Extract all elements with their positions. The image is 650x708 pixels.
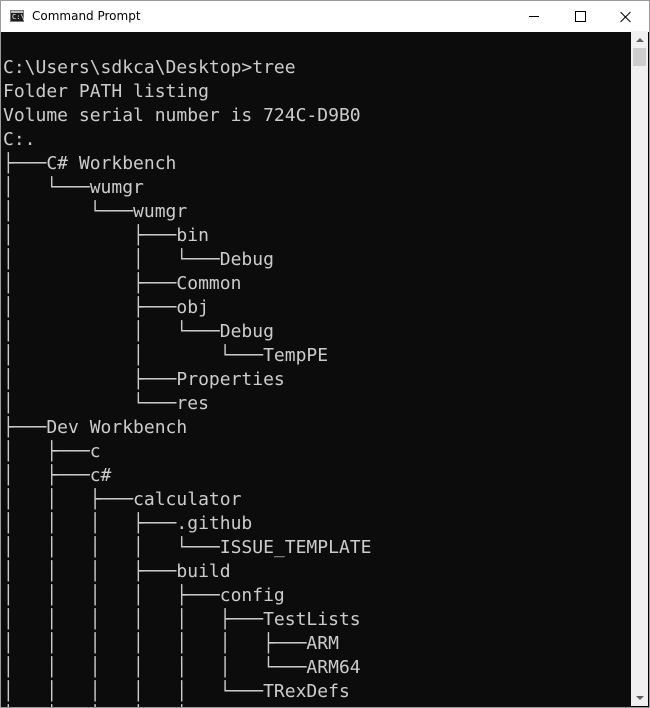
minimize-icon <box>529 16 539 17</box>
close-icon <box>620 11 632 23</box>
console-line: │ │ │ │ └───ISSUE_TEMPLATE <box>3 537 372 558</box>
console-line: │ │ │ ├───build <box>3 561 231 582</box>
console-line: ├───C# Workbench <box>3 153 177 174</box>
chevron-up-icon <box>635 37 644 42</box>
console-line: │ ├───c <box>3 441 101 462</box>
close-button[interactable] <box>603 1 649 32</box>
console-line: │ │ └───Debug <box>3 321 274 342</box>
console-line: ├───Dev Workbench <box>3 417 188 438</box>
console-line: │ ├───Properties <box>3 369 285 390</box>
console-line: │ │ └───TempPE <box>3 345 329 366</box>
window-title: Command Prompt <box>32 9 141 23</box>
console-line: │ └───res <box>3 393 209 414</box>
maximize-icon <box>574 11 586 22</box>
console-line: │ ├───obj <box>3 297 209 318</box>
console-line: Volume serial number is 724C-D9B0 <box>3 105 361 126</box>
console-line: │ ├───bin <box>3 225 209 246</box>
console-line: │ │ │ ├───.github <box>3 513 253 534</box>
console-line: │ ├───Common <box>3 273 242 294</box>
minimize-button[interactable] <box>511 1 557 32</box>
console-line: │ │ ├───calculator <box>3 489 242 510</box>
console-line: │ │ │ │ │ └───TRexDefs <box>3 681 350 702</box>
console-line: │ │ └───Debug <box>3 249 274 270</box>
vertical-scrollbar[interactable] <box>631 31 648 706</box>
console-line: │ │ │ │ │ │ ├───ARM <box>3 633 339 654</box>
console-line: │ │ │ │ ├───config <box>3 585 285 606</box>
scrollbar-thumb[interactable] <box>633 48 646 66</box>
chevron-down-icon <box>635 695 644 700</box>
console-line: C:\Users\sdkca\Desktop>tree <box>3 57 296 78</box>
console-line: │ │ │ │ │ <box>3 704 371 707</box>
scroll-up-button[interactable] <box>631 31 648 48</box>
app-icon-label: C:\ <box>12 13 25 21</box>
console-line: │ └───wumgr <box>3 177 144 198</box>
console-line: C:. <box>3 129 36 150</box>
command-prompt-icon: C:\ <box>10 10 25 22</box>
maximize-button[interactable] <box>557 1 603 32</box>
console-line: │ │ │ │ │ │ └───ARM64 <box>3 657 361 678</box>
title-bar[interactable]: C:\ Command Prompt <box>1 1 649 32</box>
console-line: │ └───wumgr <box>3 201 188 222</box>
console-line: │ │ │ │ │ ├───TestLists <box>3 609 361 630</box>
console-line: │ ├───c# <box>3 465 112 486</box>
console-line: Folder PATH listing <box>3 81 209 102</box>
scroll-down-button[interactable] <box>631 689 648 706</box>
